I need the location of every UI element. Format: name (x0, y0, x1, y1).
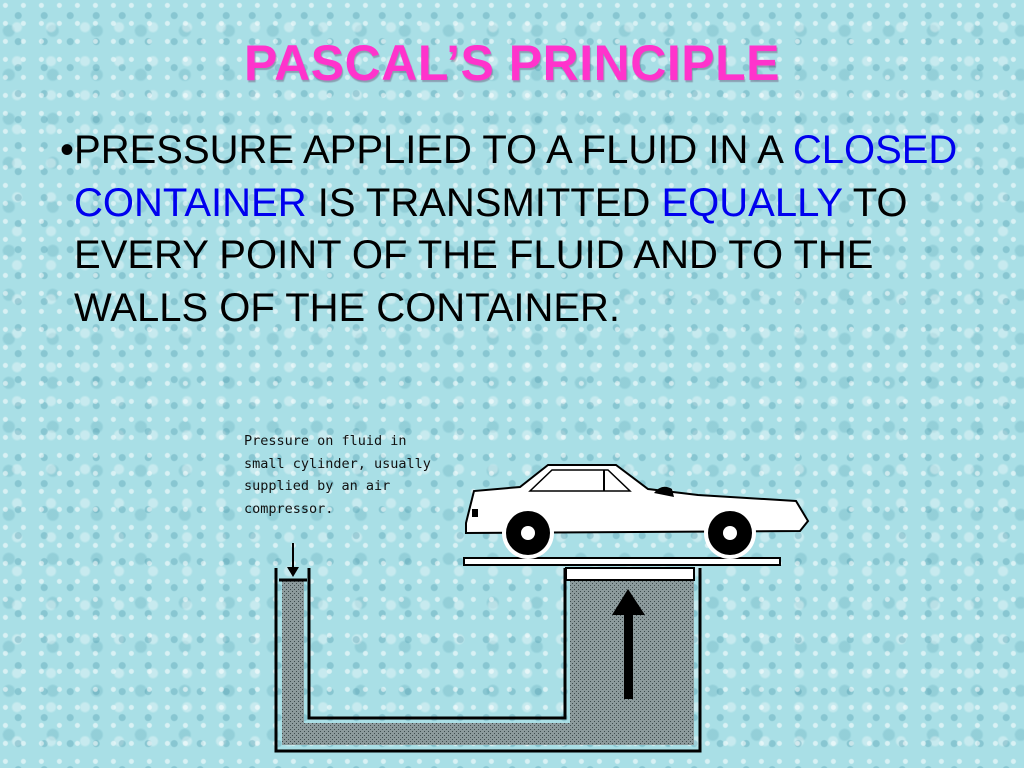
highlight-equally: EQUALLY (661, 180, 843, 225)
slide-title: PASCAL’S PRINCIPLE (244, 35, 780, 91)
highlight-closed-container: CLOSED CONTAINER (74, 128, 958, 225)
channel-fluid (282, 723, 694, 745)
output-arrow-head (612, 589, 645, 615)
input-arrow-head (287, 567, 299, 577)
text-part-3: TO EVERY POINT OF THE FLUID AND TO THE W… (74, 180, 908, 330)
container-inner-wall (307, 568, 567, 720)
bullet-point: • PRESSURE APPLIED TO A FLUID IN A CLOSE… (60, 124, 980, 334)
bullet-text: PRESSURE APPLIED TO A FLUID IN A CLOSED … (74, 124, 980, 334)
small-cylinder-fluid (282, 580, 304, 723)
caption-line-3: supplied by an air (244, 478, 391, 494)
output-arrow-shaft (624, 611, 633, 699)
diagram-caption: Pressure on fluid in small cylinder, usu… (244, 430, 474, 520)
bullet-symbol: • (60, 128, 75, 172)
caption-line-1: Pressure on fluid in (244, 433, 407, 449)
caption-line-4: compressor. (244, 500, 334, 517)
hydraulic-lift-diagram (274, 464, 810, 753)
caption-line-2: small cylinder, usually (244, 455, 431, 472)
text-part-2: IS TRANSMITTED (306, 180, 662, 225)
lift-platform (463, 557, 781, 566)
large-piston (565, 567, 695, 581)
text-part-1: PRESSURE APPLIED TO A FLUID IN A (74, 128, 793, 172)
container-outer-wall (274, 568, 702, 753)
car-icon (465, 464, 810, 559)
